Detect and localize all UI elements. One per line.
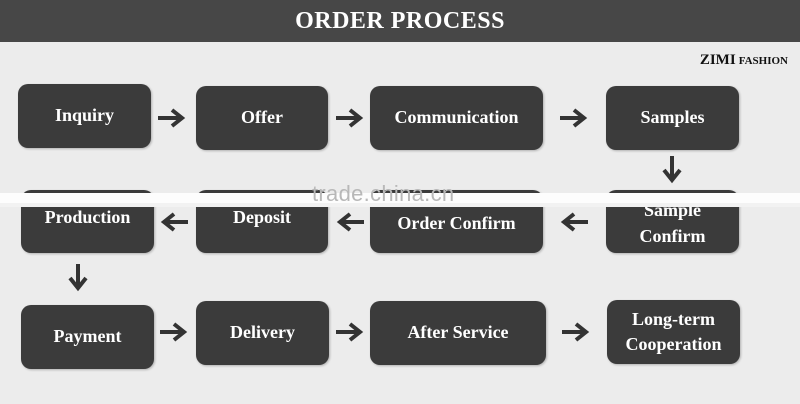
step-label: Communication [394,107,519,128]
step-after-service: After Service [370,301,546,365]
arrow-down-icon [68,264,88,292]
step-label: After Service [407,322,509,343]
step-label: Order Confirm [397,212,516,233]
arrow-right-icon [560,108,588,128]
step-label-line1: Long-term [632,308,715,329]
step-offer: Offer [196,86,328,150]
step-label: Offer [241,107,283,128]
watermark-band-top [0,193,800,203]
step-payment: Payment [21,305,154,369]
step-delivery: Delivery [196,301,329,365]
arrow-left-icon [336,212,364,232]
arrow-right-icon [336,322,364,342]
page-title: ORDER PROCESS [295,7,505,34]
step-samples: Samples [606,86,739,150]
step-long-term-cooperation: Long-term Cooperation [607,300,740,364]
arrow-right-icon [158,108,186,128]
step-label: Deposit [233,206,291,227]
step-communication: Communication [370,86,543,150]
step-label: Production [44,206,131,227]
watermark: trade.china.cn [312,181,455,206]
brand-name: ZIMI [699,52,736,68]
arrow-right-icon [562,322,590,342]
step-label: Samples [640,107,705,128]
arrow-right-icon [336,108,364,128]
step-label-line2: Cooperation [625,334,722,354]
arrow-left-icon [160,212,188,232]
arrow-left-icon [560,212,588,232]
arrow-down-icon [662,156,682,184]
step-label-line2: Confirm [639,225,706,246]
step-label: Delivery [230,322,295,343]
step-label: Inquiry [54,105,115,126]
step-order-confirm: Order Confirm [370,190,543,253]
brand-suffix: FASHION [738,55,788,67]
step-label: Payment [53,326,122,347]
step-inquiry: Inquiry [18,84,151,148]
header-banner: ORDER PROCESS [0,0,800,42]
arrow-right-icon [160,322,188,342]
